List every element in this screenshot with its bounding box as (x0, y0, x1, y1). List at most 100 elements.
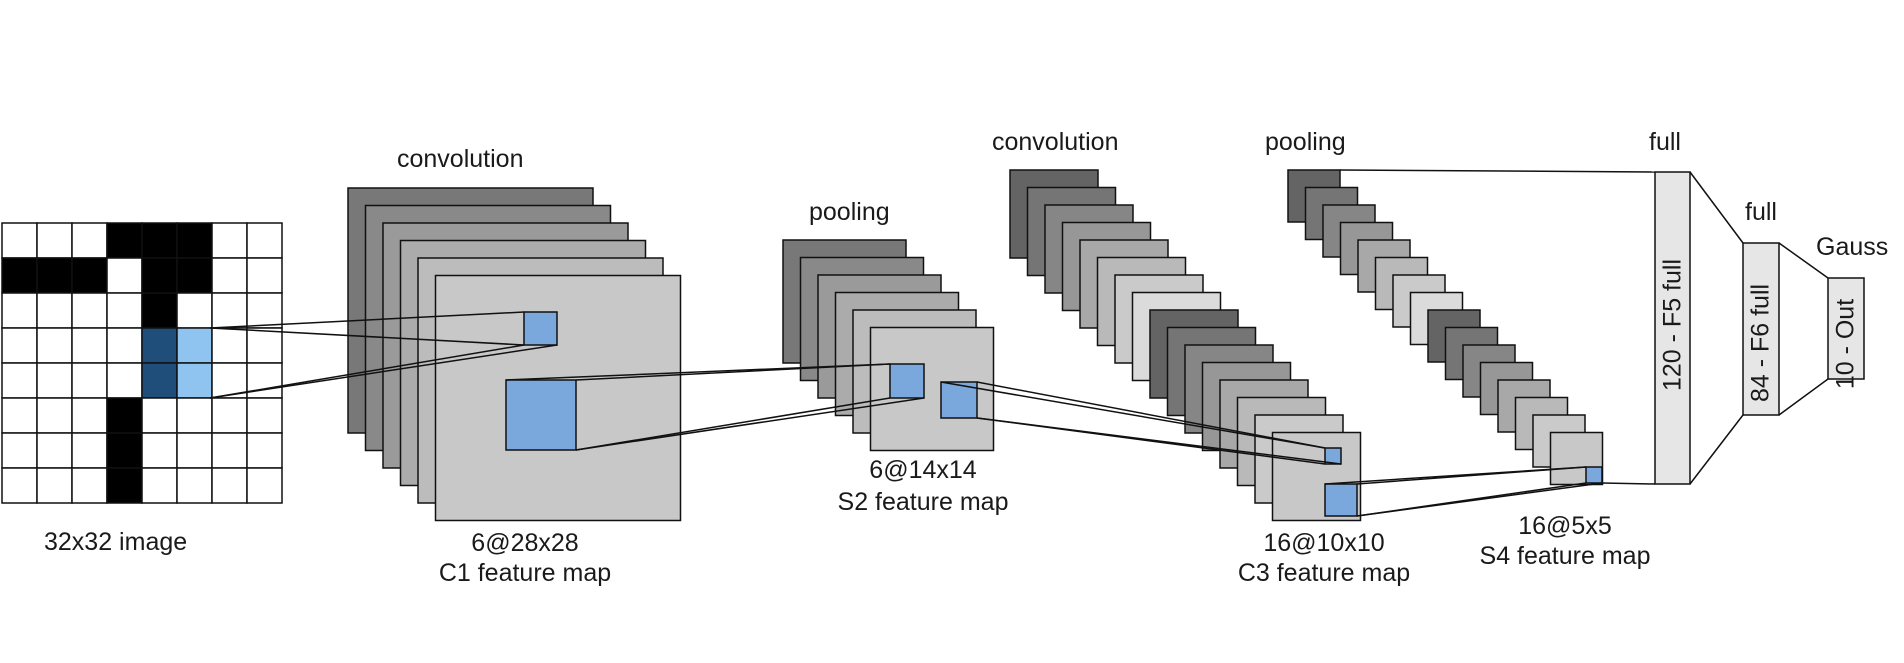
grid-cell (141, 362, 178, 399)
c3-op-label: convolution (992, 128, 1119, 156)
grid-cell (36, 222, 73, 259)
connector-line (1689, 414, 1744, 485)
grid-cell (176, 257, 213, 294)
grid-cell (211, 432, 248, 469)
connector-line (1778, 242, 1829, 279)
c1-name-label: C1 feature map (438, 559, 612, 587)
grid-cell (246, 327, 283, 364)
connector-line (575, 397, 891, 451)
s2-feature-map-stack (782, 239, 995, 452)
grid-cell (141, 397, 178, 434)
grid-cell (141, 292, 178, 329)
s4-small-patch (1585, 466, 1603, 484)
grid-cell (246, 257, 283, 294)
grid-cell (106, 432, 143, 469)
s2-name-label: S2 feature map (837, 488, 1009, 516)
f5-layer-bar (1654, 171, 1691, 485)
input-image-grid (1, 222, 283, 504)
grid-cell (141, 222, 178, 259)
grid-cell (246, 222, 283, 259)
grid-cell (106, 397, 143, 434)
c3-pool-patch (1324, 483, 1358, 517)
c1-feature-map-stack (347, 187, 682, 522)
s4-feature-map-stack (1287, 169, 1604, 486)
grid-cell (1, 222, 38, 259)
s2-op-label: pooling (809, 198, 890, 226)
grid-cell (106, 292, 143, 329)
connector-line (1324, 466, 1587, 485)
grid-cell (246, 362, 283, 399)
grid-cell (36, 467, 73, 504)
output-layer-label: 10 - Out (1831, 298, 1860, 390)
output-op-label: Gauss (1816, 233, 1889, 261)
f6-layer-label: 84 - F6 full (1746, 283, 1775, 403)
grid-cell (71, 327, 108, 364)
c1-small-patch (523, 311, 558, 346)
grid-cell (71, 257, 108, 294)
grid-cell (36, 397, 73, 434)
connector-line (1689, 171, 1744, 244)
c1-op-label: convolution (397, 145, 524, 173)
s4-size-label: 16@5x5 (1518, 512, 1612, 540)
grid-cell (246, 467, 283, 504)
grid-cell (36, 327, 73, 364)
grid-cell (211, 327, 248, 364)
f6-layer-bar (1742, 242, 1780, 416)
grid-cell (36, 362, 73, 399)
connector-line (505, 363, 891, 381)
grid-cell (106, 467, 143, 504)
grid-cell (71, 397, 108, 434)
grid-cell (141, 257, 178, 294)
grid-cell (106, 362, 143, 399)
connector-line (209, 344, 558, 399)
grid-cell (1, 292, 38, 329)
s2-small-patch (889, 363, 925, 399)
connector-line (209, 327, 525, 346)
grid-cell (36, 257, 73, 294)
grid-cell (141, 467, 178, 504)
fully-connected-layers (1654, 171, 1865, 485)
grid-cell (176, 467, 213, 504)
grid-cell (211, 292, 248, 329)
f5-layer-label: 120 - F5 full (1658, 258, 1687, 392)
connector-line (1339, 169, 1656, 173)
grid-cell (176, 327, 213, 364)
output-layer-bar (1827, 277, 1865, 380)
grid-cell (36, 432, 73, 469)
grid-cell (176, 292, 213, 329)
c3-small-patch (1324, 447, 1342, 465)
grid-cell (246, 292, 283, 329)
connector-line (976, 381, 1326, 449)
connector-line (209, 311, 525, 329)
grid-cell (106, 222, 143, 259)
grid-cell (71, 432, 108, 469)
s4-name-label: S4 feature map (1479, 542, 1651, 570)
connector-line (1356, 482, 1587, 517)
connector-line (1778, 378, 1829, 416)
grid-cell (1, 362, 38, 399)
grid-cell (211, 467, 248, 504)
grid-cell (71, 222, 108, 259)
grid-cell (1, 397, 38, 434)
connector-line (1601, 482, 1656, 485)
grid-cell (71, 292, 108, 329)
c1-pool-patch (505, 379, 577, 451)
grid-cell (211, 257, 248, 294)
grid-cell (1, 257, 38, 294)
grid-cell (211, 397, 248, 434)
s4-op-label: pooling (1265, 128, 1346, 156)
grid-cell (141, 327, 178, 364)
f5-op-label: full (1649, 128, 1681, 156)
f6-op-label: full (1745, 198, 1777, 226)
s2-size-label: 6@14x14 (869, 456, 977, 484)
receptive-field-connectors (209, 169, 1829, 517)
c3-feature-map-stack (1009, 169, 1362, 522)
grid-cell (176, 222, 213, 259)
grid-cell (176, 362, 213, 399)
grid-cell (106, 257, 143, 294)
connector-line (575, 397, 925, 451)
c3-name-label: C3 feature map (1237, 559, 1411, 587)
grid-cell (71, 362, 108, 399)
input-image-label: 32x32 image (44, 528, 188, 556)
